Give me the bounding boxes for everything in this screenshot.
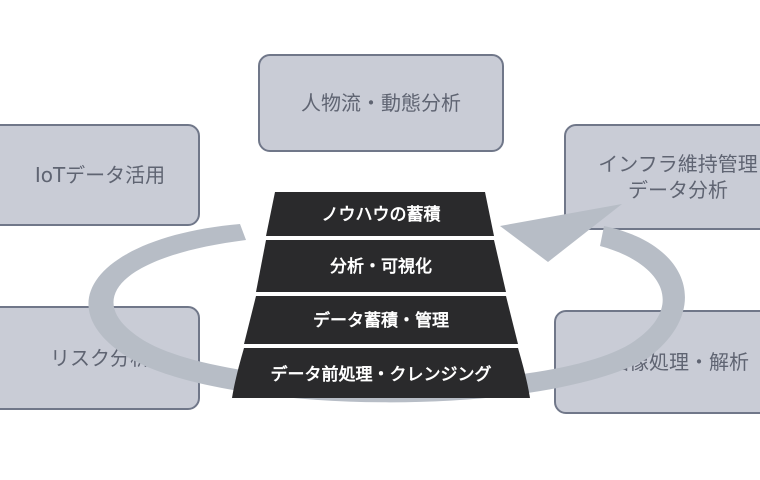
box-people-flow-analysis: 人物流・動態分析 xyxy=(258,54,504,152)
box-infrastructure-data-analysis: インフラ維持管理 データ分析 xyxy=(564,124,760,230)
pyramid-layer-3 xyxy=(244,296,518,344)
box-iot-data-utilization: IoTデータ活用 xyxy=(0,124,200,226)
pyramid-layer-2-label: 分析・可視化 xyxy=(330,256,432,277)
pyramid-layer-3-label: データ蓄積・管理 xyxy=(313,310,449,331)
cycle-arrow-head xyxy=(500,204,622,262)
box-infrastructure-label-line2: データ分析 xyxy=(628,178,728,202)
box-iot-data-utilization-label: IoTデータ活用 xyxy=(34,163,166,187)
cycle-arrow-band xyxy=(88,224,685,403)
pyramid: ノウハウの蓄積 分析・可視化 データ蓄積・管理 データ前処理・クレンジング xyxy=(232,192,530,398)
pyramid-layer-4-label: データ前処理・クレンジング xyxy=(271,364,492,385)
pyramid-layer-2 xyxy=(256,240,506,292)
box-people-flow-analysis-label: 人物流・動態分析 xyxy=(301,91,461,115)
box-infrastructure-label-group: インフラ維持管理 データ分析 xyxy=(592,151,757,203)
pyramid-layer-1 xyxy=(266,192,494,236)
cycle-arrow xyxy=(88,204,685,403)
pyramid-layer-4 xyxy=(232,348,530,398)
box-infrastructure-label-line1: インフラ維持管理 xyxy=(598,152,758,176)
pyramid-layer-1-label: ノウハウの蓄積 xyxy=(322,204,442,225)
